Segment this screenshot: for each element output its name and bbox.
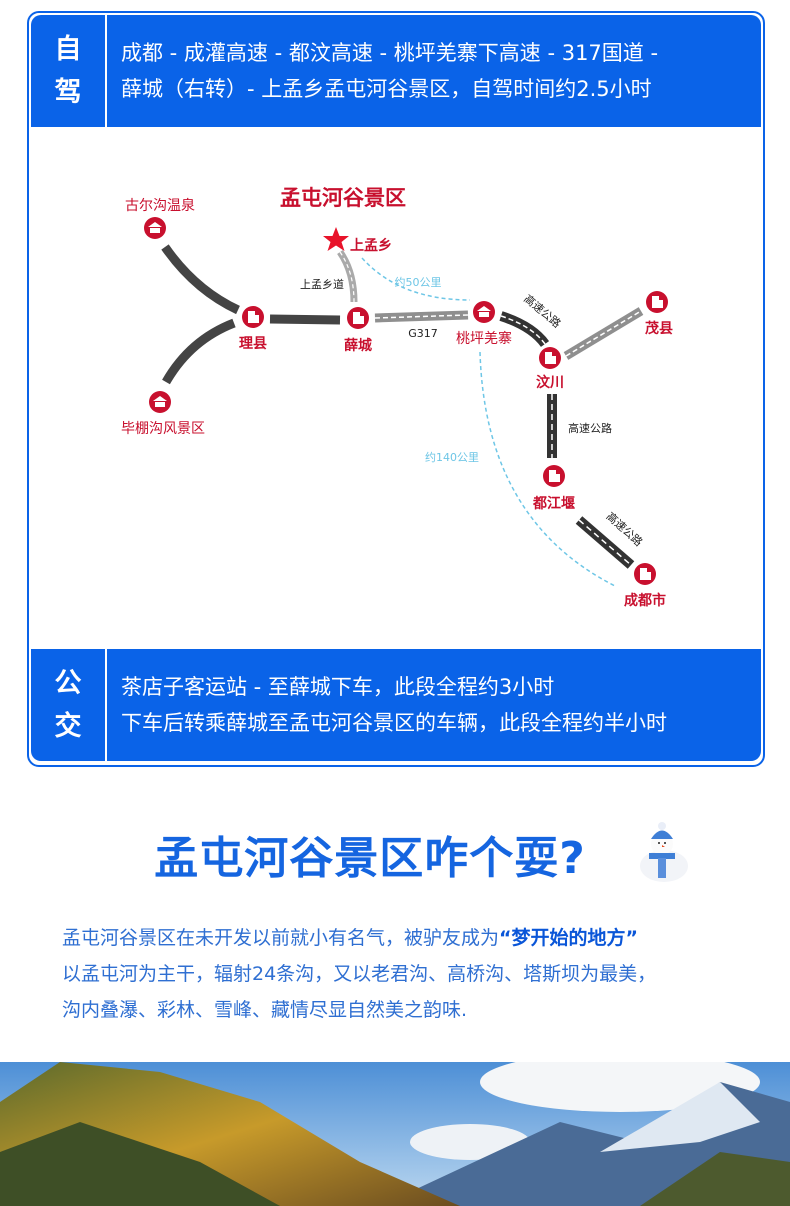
building-icon (646, 291, 668, 313)
place-shangmeng: 上孟乡 (350, 238, 392, 254)
self-drive-band: 自驾 成都 - 成灌高速 - 都汶高速 - 桃坪羌寨下高速 - 317国道 - 薛… (31, 15, 761, 127)
road-label-hw2: 高速公路 (568, 421, 612, 435)
place-lixian: 理县 (239, 336, 267, 352)
road-shangmeng (337, 249, 358, 303)
para-highlight: “梦开始的地方” (499, 927, 638, 949)
distance-50-label: 约50公里 (395, 276, 442, 289)
intro-paragraph: 孟屯河谷景区在未开发以前就小有名气，被驴友成为“梦开始的地方” 以孟屯河为主干，… (62, 920, 656, 1028)
road-g317 (374, 310, 469, 323)
self-drive-line: 成都 - 成灌高速 - 都汶高速 - 桃坪羌寨下高速 - 317国道 - (121, 41, 659, 65)
road-guergou-lixian (161, 244, 240, 315)
place-guergou: 古尔沟温泉 (125, 197, 195, 214)
road-lixian-xuecheng (269, 314, 341, 325)
bus-label: 公交 (31, 649, 107, 761)
route-card: 自驾 成都 - 成灌高速 - 都汶高速 - 桃坪羌寨下高速 - 317国道 - 薛… (27, 11, 765, 767)
place-chengdu: 成都市 (624, 592, 666, 609)
self-drive-label: 自驾 (31, 15, 107, 127)
building-icon (242, 306, 264, 328)
temple-icon (149, 391, 171, 413)
distance-50-line (361, 257, 471, 301)
map-title: 孟屯河谷景区 (280, 186, 406, 210)
place-taoping: 桃坪羌寨 (456, 330, 512, 347)
building-icon (347, 307, 369, 329)
building-icon (634, 563, 656, 585)
building-icon (543, 465, 565, 487)
bus-band: 公交 茶店子客运站 - 至薛城下车，此段全程约3小时下车后转乘薛城至孟屯河谷景区… (31, 649, 761, 761)
mountain-photo (0, 1062, 790, 1206)
road-bipenggou-lixian (162, 318, 236, 385)
road-wenchuan-maoxian (563, 307, 644, 360)
place-xuecheng: 薛城 (344, 337, 372, 354)
route-map: 孟屯河谷景区 古尔沟温泉 毕棚沟风景区 理县 薛城 上孟乡 桃坪羌寨 汶川 茂县… (121, 186, 673, 609)
label-char: 驾 (54, 77, 82, 108)
snowman-icon (640, 822, 688, 882)
para-text: 沟内叠瀑、彩林、雪峰、藏情尽显自然美之韵味. (62, 999, 468, 1021)
bus-line: 茶店子客运站 - 至薛城下车，此段全程约3小时 (121, 675, 555, 699)
bus-line: 下车后转乘薛城至孟屯河谷景区的车辆，此段全程约半小时 (121, 711, 667, 735)
road-label-g317: G317 (408, 327, 438, 340)
para-text: 以孟屯河为主干，辐射24条沟，又以老君沟、高桥沟、塔斯坝为最美， (62, 963, 657, 985)
star-icon (323, 227, 349, 251)
road-label-shangmeng: 上孟乡道 (300, 277, 344, 291)
place-wenchuan: 汶川 (536, 374, 564, 391)
temple-icon (473, 301, 495, 323)
section-heading: 孟屯河谷景区咋个耍? (154, 833, 586, 884)
distance-140-line (479, 351, 616, 587)
label-char: 自 (54, 34, 82, 65)
highway-taoping-wenchuan (499, 311, 550, 348)
distance-140-label: 约140公里 (425, 451, 479, 464)
highway-dujiangyan-chengdu (575, 516, 635, 569)
label-char: 交 (54, 711, 82, 742)
place-maoxian: 茂县 (645, 320, 673, 337)
place-bipenggou: 毕棚沟风景区 (121, 421, 205, 437)
building-icon (539, 347, 561, 369)
temple-icon (144, 217, 166, 239)
place-dujiangyan: 都江堰 (532, 495, 575, 512)
self-drive-line: 薛城（右转）- 上孟乡孟屯河谷景区，自驾时间约2.5小时 (121, 77, 652, 101)
para-text: 孟屯河谷景区在未开发以前就小有名气，被驴友成为 (62, 927, 500, 949)
label-char: 公 (54, 668, 82, 699)
